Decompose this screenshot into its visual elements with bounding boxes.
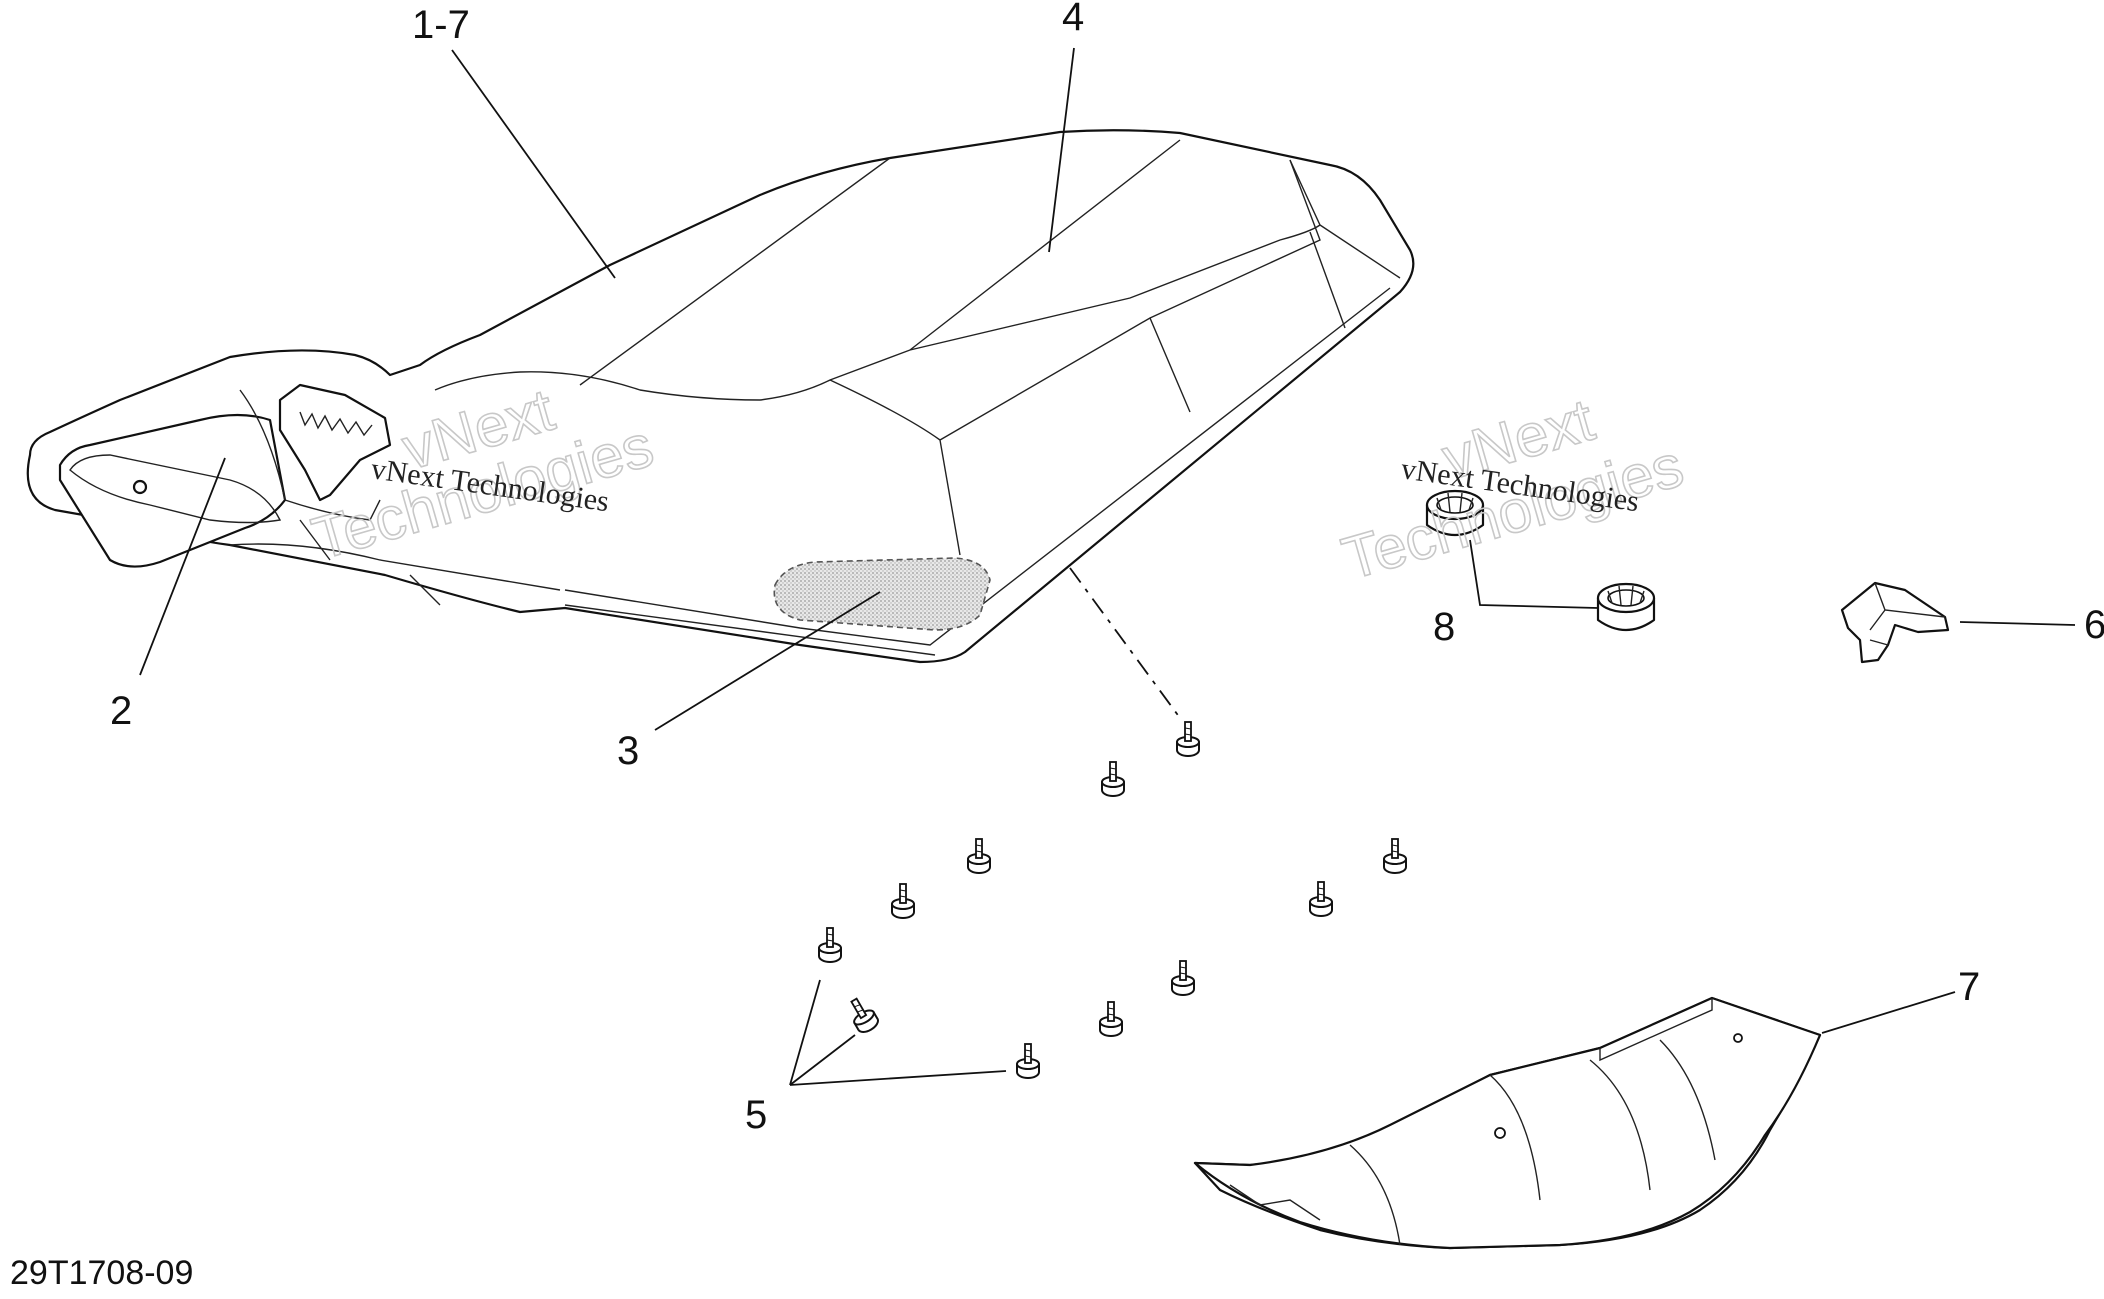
callout-5: 5 [745,1093,767,1137]
callout-4: 4 [1062,0,1084,39]
cowl-inner-line [239,389,381,521]
leader-3 [654,591,881,731]
latch-teeth [299,411,373,437]
stud [1176,721,1200,757]
stud [967,838,991,874]
callout-1-7: 1-7 [412,3,470,47]
leader-1-7 [451,49,616,279]
stud [1016,1043,1040,1079]
seat-ridge [579,139,1401,386]
stud [1099,1001,1123,1037]
grommet-group [1425,489,1656,631]
seat-lower-edge [564,287,1391,656]
cowl-lens [69,454,282,524]
leader-8 [1469,539,1599,609]
leader-7 [1821,991,1956,1034]
anti-slip-patch [773,557,991,631]
stud-tilted [843,993,882,1037]
grommet [1425,489,1485,536]
seat-assembly [26,129,1415,664]
stud [1309,881,1333,917]
callout-7: 7 [1958,965,1980,1009]
leader-4 [1048,47,1075,253]
seat-clip [1840,581,1950,664]
leader-2 [139,457,226,676]
callout-8: 8 [1433,605,1455,649]
leader-5a [789,979,821,1086]
leader-5b [789,1034,856,1086]
leader-6 [1959,621,2076,626]
callout-2: 2 [110,689,132,733]
diagram-code: 29T1708-09 [10,1254,193,1292]
stud [1383,838,1407,874]
leader-stud-axis [1069,567,1181,719]
grommet [1596,582,1656,631]
seat-outline [26,129,1415,664]
seat-side-panel [829,159,1346,556]
leader-lines [139,47,2076,1086]
callout-3: 3 [617,729,639,773]
callout-labels: 1-7 4 2 3 8 6 7 5 29T1708-09 [10,0,2104,1292]
leader-5c [789,1070,1007,1086]
stud [1171,960,1195,996]
cowl-fastener [132,479,148,495]
stud [891,883,915,919]
callout-6: 6 [2084,603,2104,647]
stud-group [818,721,1407,1079]
seat-latch-bracket [278,383,392,502]
seat-underside-trim [229,519,561,606]
seat-top-seam [434,224,1321,401]
stud [1101,761,1125,797]
under-cover [1193,996,1822,1250]
stud [818,927,842,963]
